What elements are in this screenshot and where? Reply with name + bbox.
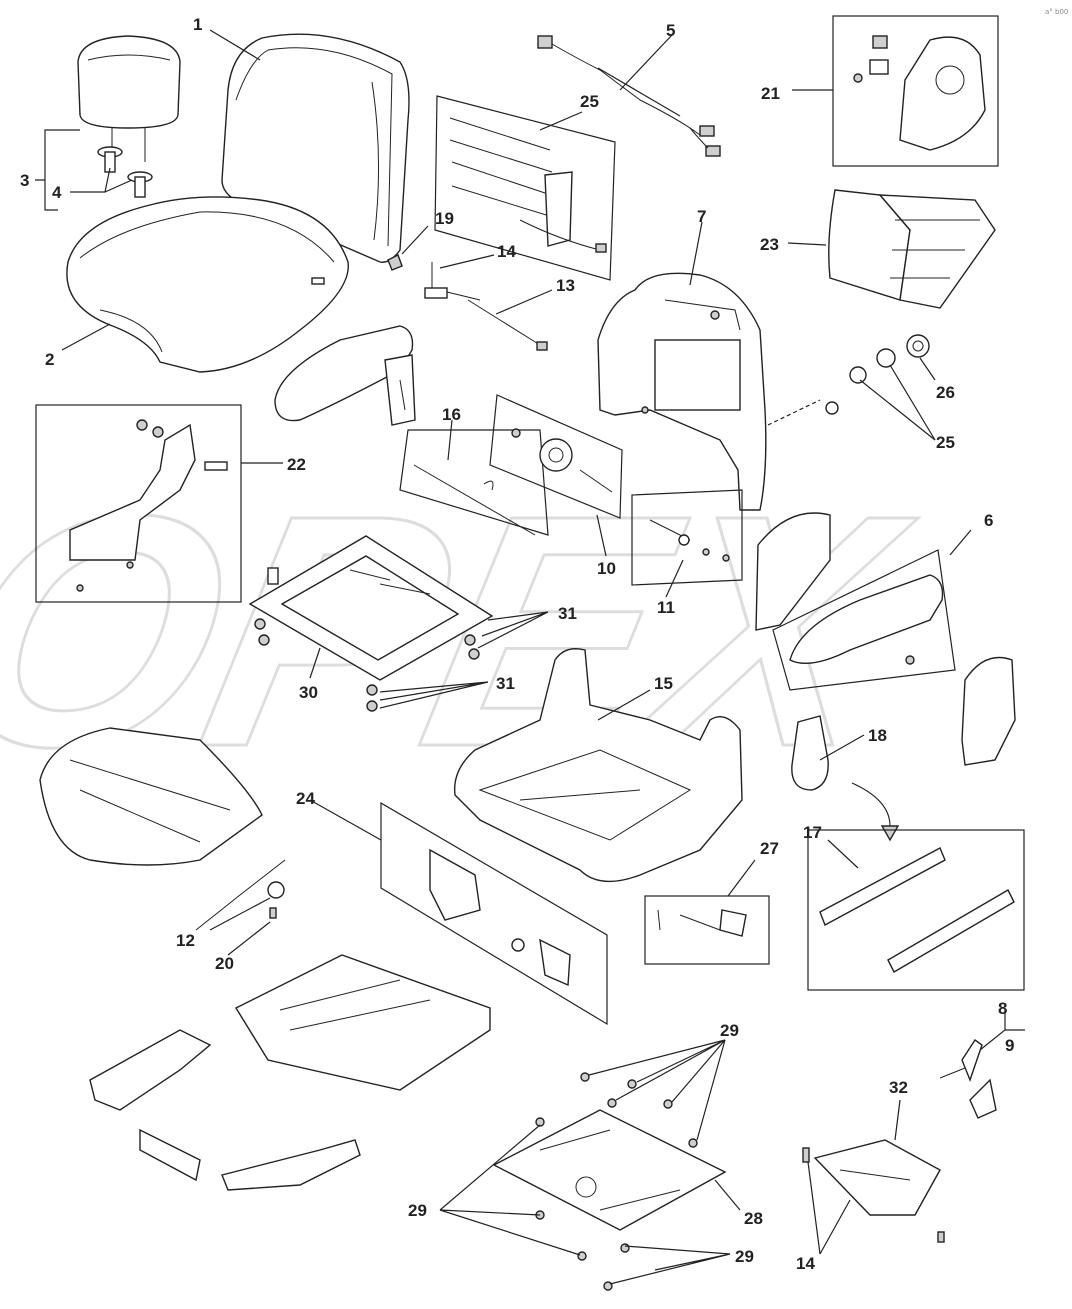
seat-pan-frame xyxy=(453,648,743,883)
headrest xyxy=(77,35,181,162)
callout-labels: 1 2 3 4 5 6 7 8 9 10 11 12 13 14 14 15 1… xyxy=(20,15,1014,1273)
recliner-group xyxy=(832,15,999,167)
callout-20: 20 xyxy=(215,954,234,973)
recliner-mechanism-group xyxy=(489,394,623,519)
callout-31-lower: 31 xyxy=(496,674,515,693)
seat-cushion xyxy=(66,196,349,373)
rod-16 xyxy=(399,429,549,536)
backrest-springs-group xyxy=(434,95,616,281)
callout-10: 10 xyxy=(597,559,616,578)
swivel-plate xyxy=(492,1072,727,1291)
callout-27: 27 xyxy=(760,839,779,858)
callout-25-upper: 25 xyxy=(580,92,599,111)
callout-29-top: 29 xyxy=(720,1021,739,1040)
lumbar-support xyxy=(828,189,996,309)
callout-21: 21 xyxy=(761,84,780,103)
callout-32: 32 xyxy=(889,1078,908,1097)
actuator-handle-14 xyxy=(424,262,481,301)
callout-1: 1 xyxy=(193,15,202,34)
callout-5: 5 xyxy=(666,21,675,40)
callout-31-upper: 31 xyxy=(558,604,577,623)
backrest-frame xyxy=(597,272,767,511)
callout-24: 24 xyxy=(296,789,315,808)
callout-3: 3 xyxy=(20,171,29,190)
callout-17: 17 xyxy=(803,823,822,842)
small-fastener-19 xyxy=(387,254,403,271)
callout-13: 13 xyxy=(556,276,575,295)
adjuster-knob-group xyxy=(767,334,930,426)
leader-lines xyxy=(35,29,1025,1285)
headrest-guide-pins xyxy=(97,146,153,198)
bolt-group-11 xyxy=(631,489,743,586)
lower-cover-plate xyxy=(235,954,491,1091)
callout-28: 28 xyxy=(744,1209,763,1228)
callout-7: 7 xyxy=(697,207,706,226)
armrest-upper xyxy=(274,325,416,426)
callout-25-lower: 25 xyxy=(936,433,955,452)
armrest-group xyxy=(755,512,1016,766)
callout-11: 11 xyxy=(657,598,675,617)
callout-30: 30 xyxy=(299,683,318,702)
lever-8-9 xyxy=(939,1039,997,1119)
callout-12: 12 xyxy=(176,931,195,950)
cable-13 xyxy=(467,299,548,351)
callout-29-left: 29 xyxy=(408,1201,427,1220)
callout-18: 18 xyxy=(868,726,887,745)
callout-6: 6 xyxy=(984,511,993,530)
callout-16: 16 xyxy=(442,405,461,424)
wire-harness xyxy=(537,35,721,157)
side-cover-left xyxy=(89,1029,212,1182)
seat-belt-buckle-group xyxy=(380,801,608,1026)
callout-29-right: 29 xyxy=(735,1247,754,1266)
callout-14-upper: 14 xyxy=(497,242,516,261)
cable-12 xyxy=(195,859,286,931)
cushion-pan xyxy=(39,727,263,866)
swivel-mechanism-32 xyxy=(802,1139,945,1243)
callout-9: 9 xyxy=(1005,1036,1014,1055)
callout-19: 19 xyxy=(435,209,454,228)
corner-mark: a° b00 xyxy=(1045,8,1068,16)
callout-15: 15 xyxy=(654,674,673,693)
bracket-group xyxy=(35,404,242,603)
latch-27 xyxy=(644,895,770,965)
screw-20 xyxy=(269,907,277,919)
side-cover-right xyxy=(221,1139,361,1191)
callout-14-lower: 14 xyxy=(796,1254,815,1273)
seat-rails xyxy=(807,829,1025,991)
callout-23: 23 xyxy=(760,235,779,254)
bolts-31 xyxy=(254,567,480,712)
mounting-frame xyxy=(248,535,494,681)
callout-2: 2 xyxy=(45,350,54,369)
callout-26: 26 xyxy=(936,383,955,402)
handle-18 xyxy=(791,715,900,842)
callout-8: 8 xyxy=(998,999,1007,1018)
callout-22: 22 xyxy=(287,455,306,474)
callout-4: 4 xyxy=(52,183,62,202)
